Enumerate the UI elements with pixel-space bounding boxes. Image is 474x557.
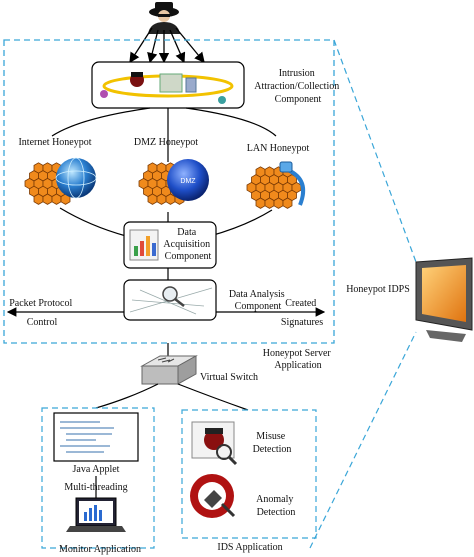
anomaly-detection-label: Anomaly Detection <box>256 494 296 518</box>
honeycomb-cell <box>273 197 284 209</box>
java-code-screen-icon <box>53 412 139 462</box>
honeycomb-cell <box>156 193 167 205</box>
dmz-honeypot-label: DMZ Honeypot <box>134 137 198 148</box>
honeycomb-cell <box>282 197 293 209</box>
collection-label: Intrusion Attraction/Collection Componen… <box>254 68 341 105</box>
hacker-icon <box>148 2 180 34</box>
switch-to-apps-lines <box>95 383 249 411</box>
honeycomb-cell <box>264 197 275 209</box>
lan-honeypot-label: LAN Honeypot <box>247 143 310 154</box>
monitor-application-boundary <box>41 407 155 549</box>
server-application-label: Honeypot Server Application <box>263 348 334 371</box>
acquisition-label: Data Acquisition Component <box>163 227 212 262</box>
signatures-label: Created Signatures <box>281 298 323 328</box>
idps-link-lines <box>309 39 417 549</box>
lan-cable-icon <box>279 161 305 206</box>
acquisition-component-box <box>123 221 217 269</box>
honeycomb-cell <box>165 193 176 205</box>
packet-protocol-label: Packet Protocol Control <box>9 298 75 328</box>
monitor-laptop-icon <box>66 497 126 532</box>
virtual-switch-label: Virtual Switch <box>200 372 258 383</box>
monitor-application-label: Monitor Application <box>59 544 141 555</box>
java-applet-label: Java Applet <box>73 464 120 475</box>
internet-honeypot-label: Internet Honeypot <box>18 137 91 148</box>
attack-arrows <box>129 27 205 64</box>
internet-globe-icon <box>55 157 97 199</box>
honeypot-idps-computer-icon <box>415 257 473 342</box>
svg-text:DMZ: DMZ <box>180 178 196 185</box>
lan-honeycomb-icon <box>246 166 302 209</box>
ids-application-boundary <box>181 409 317 539</box>
honeycomb-cell <box>255 197 266 209</box>
honeycomb-cell <box>147 193 158 205</box>
honeycomb-cell <box>42 193 53 205</box>
analysis-label: Data Analysis Component <box>229 289 287 312</box>
honeypot-server-boundary <box>3 39 335 344</box>
honeycomb-cell <box>33 193 44 205</box>
anomaly-detection-icon <box>190 474 236 518</box>
misuse-detection-label: Misuse Detection <box>253 431 292 455</box>
collection-to-honeypot-lines <box>51 107 277 162</box>
collection-component-box <box>91 61 245 109</box>
analysis-component-box <box>123 279 217 321</box>
misuse-detection-icon <box>191 421 238 466</box>
honeycomb-cell <box>51 193 62 205</box>
virtual-switch-icon <box>140 355 198 385</box>
ids-application-label: IDS Application <box>217 542 282 553</box>
dmz-sphere-icon: DMZ <box>167 159 209 201</box>
honeypot-idps-label: Honeypot IDPS <box>346 284 410 295</box>
